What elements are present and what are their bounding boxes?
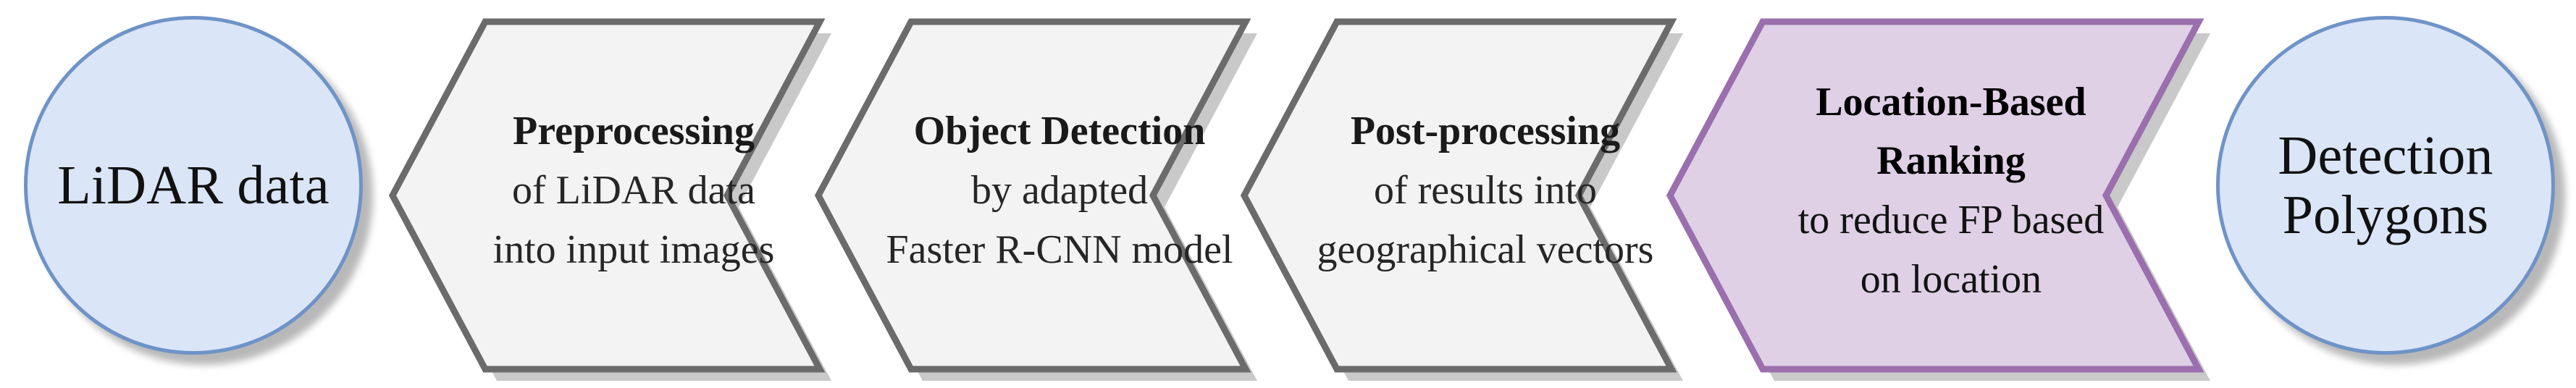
step-post-processing: Post-processing of results into geograph… [1228, 13, 1683, 381]
step-location-based-ranking: Location-Based Ranking to reduce FP base… [1654, 13, 2210, 381]
end-node-detection-polygons: Detection Polygons [2216, 16, 2555, 355]
step-object-detection: Object Detection by adapted Faster R-CNN… [802, 13, 1257, 381]
chevron-shape-preprocessing [388, 18, 831, 381]
end-node-label-line-1: Detection [2278, 125, 2493, 186]
start-node-lidar-data: LiDAR data [24, 16, 363, 355]
start-node-label: LiDAR data [57, 154, 330, 216]
end-node-label-line-2: Polygons [2282, 185, 2489, 245]
step-preprocessing: Preprocessing of LiDAR data into input i… [377, 13, 831, 381]
chevron-shape-object-detection [814, 18, 1257, 381]
chevron-shape-post-processing [1240, 18, 1683, 381]
end-node-label: Detection Polygons [2278, 126, 2493, 245]
chevron-shape-location-based-ranking [1666, 18, 2210, 381]
